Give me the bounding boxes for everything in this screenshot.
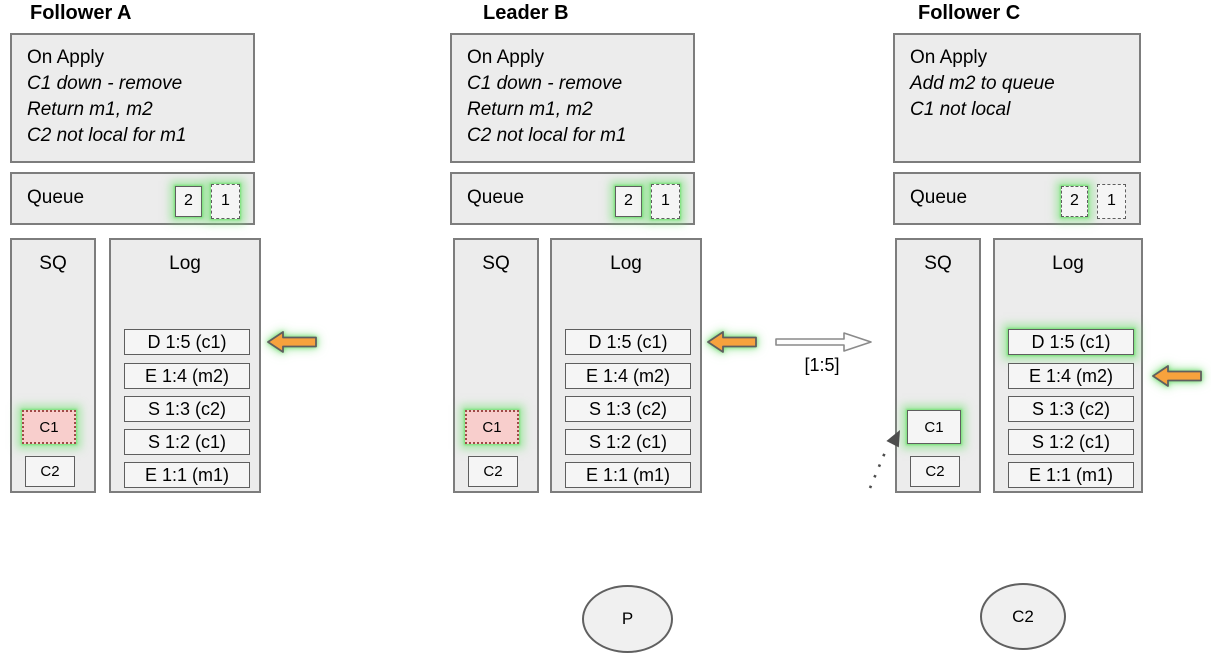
queue-item: 2	[1061, 185, 1088, 217]
queue-box: Queue 2 1	[10, 172, 255, 225]
queue-label: Queue	[467, 187, 525, 208]
log-box: Log D 1:5 (c1) E 1:4 (m2) S 1:3 (c2) S 1…	[109, 238, 261, 493]
log-entry: S 1:3 (c2)	[1008, 396, 1134, 422]
queue-label: Queue	[27, 187, 85, 208]
column-follower-c: Follower C On Apply Add m2 to queue C1 n…	[893, 0, 1153, 500]
log-entry: E 1:1 (m1)	[1008, 462, 1134, 488]
sq-box: SQ C1 C2	[895, 238, 981, 493]
log-entry: E 1:1 (m1)	[124, 462, 250, 488]
log-entry: S 1:3 (c2)	[124, 396, 250, 422]
column-follower-a: Follower A On Apply C1 down - remove Ret…	[10, 0, 270, 500]
log-title: Log	[1052, 253, 1084, 274]
on-apply-note: C1 down - remove	[27, 73, 183, 94]
queue-label: Queue	[910, 187, 968, 208]
on-apply-note: C1 not local	[910, 99, 1011, 120]
on-apply-title: On Apply	[27, 47, 105, 68]
queue-item: 2	[175, 185, 202, 217]
column-title: Follower C	[918, 2, 1021, 24]
sq-item-c1: C1	[22, 410, 76, 444]
on-apply-box: On Apply C1 down - remove Return m1, m2 …	[450, 33, 695, 163]
sq-box: SQ C1 C2	[453, 238, 539, 493]
sq-item-c2: C2	[25, 456, 75, 487]
sq-item-c2: C2	[910, 456, 960, 487]
log-box: Log D 1:5 (c1) E 1:4 (m2) S 1:3 (c2) S 1…	[993, 238, 1143, 493]
orange-left-arrow-icon	[267, 331, 317, 353]
column-title: Follower A	[30, 2, 132, 24]
log-entry: S 1:2 (c1)	[1008, 429, 1134, 455]
on-apply-title: On Apply	[910, 47, 988, 68]
log-entry: S 1:3 (c2)	[565, 396, 691, 422]
log-entry: E 1:4 (m2)	[124, 363, 250, 389]
on-apply-box: On Apply Add m2 to queue C1 not local	[893, 33, 1141, 163]
queue-items: 2 1	[1061, 183, 1126, 219]
queue-item: 1	[1097, 183, 1126, 219]
on-apply-note: C1 down - remove	[467, 73, 623, 94]
orange-left-arrow-icon	[707, 331, 757, 353]
sq-item-c1: C1	[465, 410, 519, 444]
sq-box: SQ C1 C2	[10, 238, 96, 493]
log-entry: D 1:5 (c1)	[1008, 329, 1134, 355]
log-entry: E 1:1 (m1)	[565, 462, 691, 488]
producer-ellipse-p: P	[582, 585, 673, 653]
log-entry: E 1:4 (m2)	[1008, 363, 1134, 389]
queue-items: 2 1	[615, 183, 680, 219]
replication-right-arrow-icon	[775, 332, 872, 352]
on-apply-note: Add m2 to queue	[910, 73, 1055, 94]
log-title: Log	[610, 253, 642, 274]
on-apply-note: C2 not local for m1	[467, 125, 627, 146]
column-title: Leader B	[483, 2, 569, 24]
log-entry: S 1:2 (c1)	[565, 429, 691, 455]
replication-range-label: [1:5]	[804, 355, 840, 375]
sq-title: SQ	[924, 253, 952, 274]
queue-item: 2	[615, 185, 642, 217]
log-entry: S 1:2 (c1)	[124, 429, 250, 455]
consumer-ellipse-c2: C2	[980, 583, 1066, 650]
on-apply-note: Return m1, m2	[27, 99, 153, 120]
on-apply-title: On Apply	[467, 47, 545, 68]
sq-item-c2: C2	[468, 456, 518, 487]
on-apply-note: Return m1, m2	[467, 99, 593, 120]
log-entry: E 1:4 (m2)	[565, 363, 691, 389]
log-entry: D 1:5 (c1)	[565, 329, 691, 355]
queue-box: Queue 2 1	[450, 172, 695, 225]
on-apply-note: C2 not local for m1	[27, 125, 187, 146]
sq-title: SQ	[39, 253, 67, 274]
on-apply-box: On Apply C1 down - remove Return m1, m2 …	[10, 33, 255, 163]
queue-item: 1	[211, 183, 240, 219]
log-title: Log	[169, 253, 201, 274]
queue-item: 1	[651, 183, 680, 219]
log-entry: D 1:5 (c1)	[124, 329, 250, 355]
sq-item-c1: C1	[907, 410, 961, 444]
queue-box: Queue 2 1	[893, 172, 1141, 225]
queue-items: 2 1	[175, 183, 240, 219]
orange-left-arrow-icon	[1152, 365, 1202, 387]
column-leader-b: Leader B On Apply C1 down - remove Retur…	[450, 0, 710, 500]
log-box: Log D 1:5 (c1) E 1:4 (m2) S 1:3 (c2) S 1…	[550, 238, 702, 493]
dotted-arrow-icon	[868, 430, 900, 489]
sq-title: SQ	[482, 253, 510, 274]
